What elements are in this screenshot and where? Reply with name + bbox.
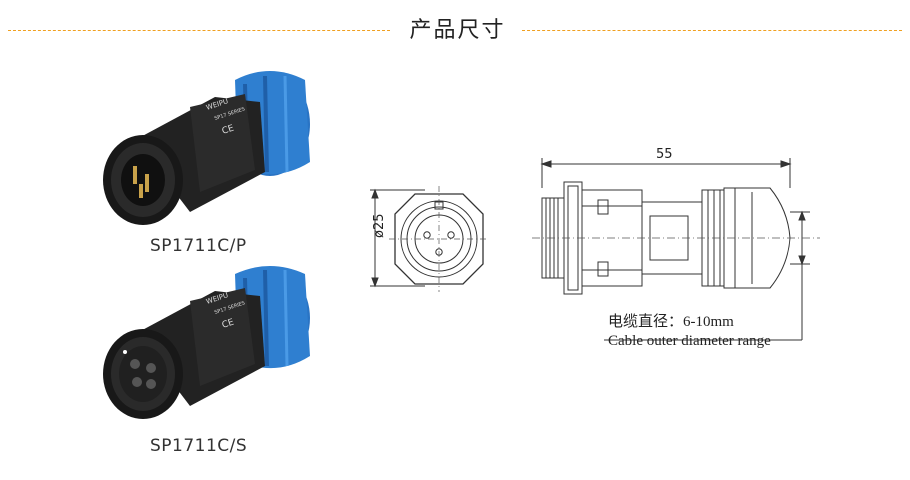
product-caption-socket: SP1711C/S: [150, 436, 248, 456]
pin-icon: [133, 166, 137, 184]
front-diameter-label: ø25: [372, 214, 387, 239]
socket-hole-icon: [146, 363, 156, 373]
section-title: 产品尺寸: [409, 18, 506, 43]
ce-mark: CE: [221, 124, 236, 137]
pin-icon: [139, 184, 143, 198]
product-photo-plug: WEIPU SP17 SERIES CE: [95, 62, 325, 237]
length-dimension-label: 55: [656, 147, 673, 162]
cable-range-label-cn: 电缆直径：6-10mm: [608, 313, 734, 330]
socket-hole-icon: [146, 379, 156, 389]
product-caption-plug: SP1711C/P: [150, 236, 247, 256]
product-photo-socket: WEIPU SP17 SERIES CE: [95, 260, 325, 430]
header-dash-left: [8, 30, 390, 31]
side-view-drawing: 55 电缆直径：6-10mm Cable outer diameter rang…: [520, 140, 905, 364]
header-dash-right: [522, 30, 902, 31]
socket-hole-icon: [132, 377, 142, 387]
pin-icon: [145, 174, 149, 192]
ce-mark: CE: [221, 318, 236, 331]
front-view-drawing: ø25: [355, 180, 505, 304]
socket-hole-icon: [130, 359, 140, 369]
section-header: 产品尺寸: [0, 10, 910, 46]
cable-range-label-en: Cable outer diameter range: [608, 333, 771, 349]
